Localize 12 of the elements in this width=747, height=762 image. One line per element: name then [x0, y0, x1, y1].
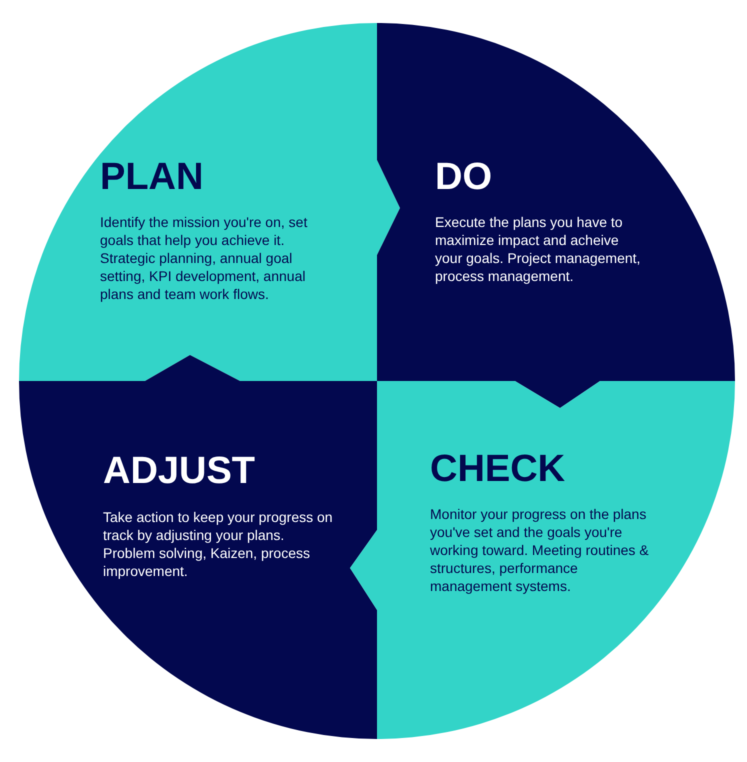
- quadrant-segment: [19, 23, 401, 382]
- description-text: Identify the mission you're on, set goals that help you achieve it. Strategic planning, annual goal setting, KPI development, annual plans and team work flows.: [100, 213, 308, 303]
- description-text: Execute the plans you have to maximize impact and acheive your goals. Project management, process management.: [435, 213, 642, 285]
- description-text: Monitor your progress on the plans you've set and the goals you're working toward. Meeting routines & structures, performance management systems.: [430, 505, 650, 595]
- section-heading: ADJUST: [103, 452, 256, 490]
- quadrant-segment: [19, 355, 378, 740]
- section-heading: PLAN: [100, 158, 204, 196]
- description-text: Take action to keep your progress on track by adjusting your plans. Problem solving, Kaizen, process improvement.: [103, 508, 334, 580]
- section-heading: CHECK: [430, 450, 566, 488]
- quadrant-segment: [377, 23, 736, 409]
- section-heading: DO: [435, 158, 492, 196]
- quadrant-segment: [350, 381, 736, 740]
